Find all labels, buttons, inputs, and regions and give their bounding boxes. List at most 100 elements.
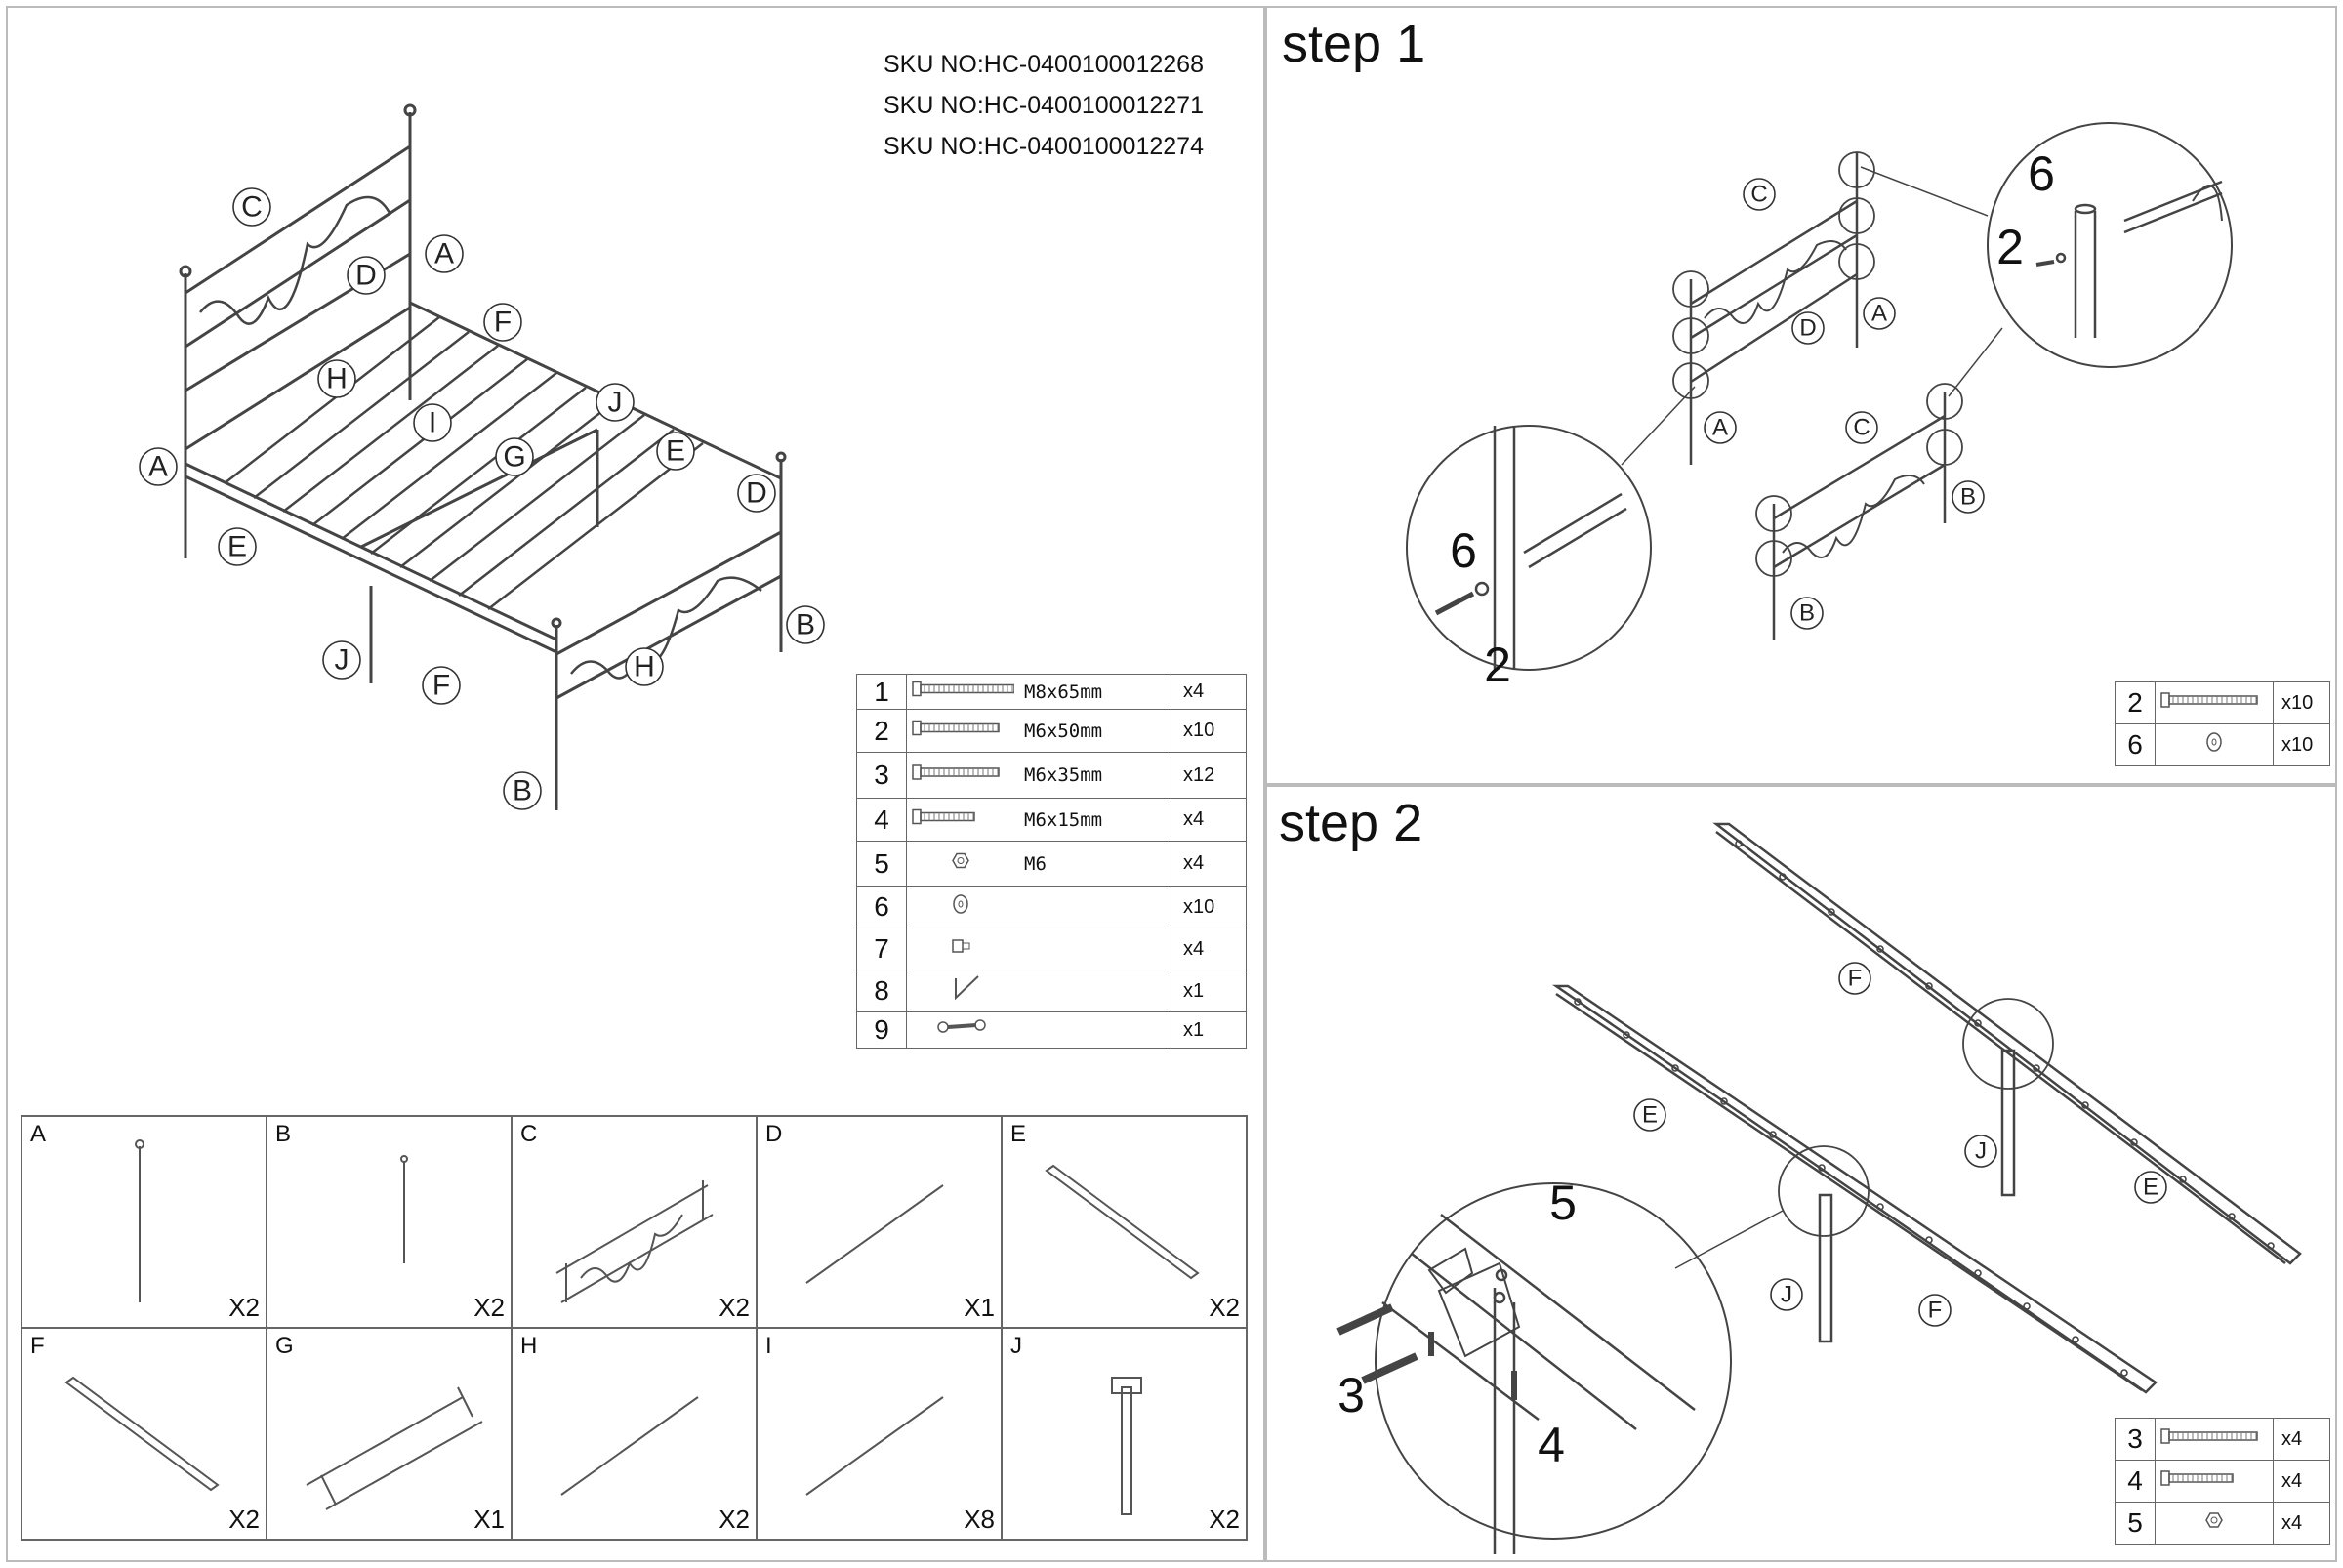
- hardware-qty: x4: [2273, 1418, 2330, 1461]
- washer-icon: [2206, 732, 2222, 752]
- part-label: B: [275, 1121, 292, 1147]
- hardware-number: 7: [856, 928, 907, 970]
- svg-text:E: E: [227, 531, 247, 563]
- label-d: D: [737, 474, 776, 513]
- hardware-qty: x12: [1171, 752, 1247, 799]
- step2-label-e: E: [2134, 1171, 2167, 1204]
- bolt-icon: [2160, 1428, 2258, 1444]
- svg-text:B: B: [1799, 600, 1815, 627]
- sku-line: SKU NO:HC-0400100012271: [884, 92, 1204, 119]
- svg-text:H: H: [326, 363, 348, 395]
- part-label: D: [765, 1121, 783, 1147]
- label-g: G: [495, 437, 534, 476]
- label-c: C: [232, 187, 271, 227]
- label-f: F: [483, 303, 522, 342]
- hardware-size: [1014, 886, 1172, 928]
- svg-text:I: I: [429, 407, 436, 439]
- detail-label-2: 2: [1996, 220, 2024, 274]
- part-drawing: [400, 1155, 408, 1263]
- part-count: X2: [1209, 1293, 1240, 1322]
- part-drawing: [560, 1396, 699, 1496]
- hardware-icon-cell: [906, 928, 1014, 970]
- part-count: X1: [964, 1293, 995, 1322]
- label-d: D: [347, 256, 386, 295]
- hardware-number: 2: [856, 709, 907, 753]
- label-a: A: [139, 447, 178, 486]
- hardware-number: 3: [2115, 1418, 2156, 1461]
- svg-text:J: J: [608, 387, 623, 419]
- step1-diagram: C D A A C B B 6 2 6 2: [1406, 122, 2233, 692]
- step1-label-b: B: [1790, 597, 1824, 630]
- hardware-icon-cell: [2155, 1502, 2274, 1545]
- svg-text:H: H: [634, 651, 655, 683]
- step1-label-d: D: [1791, 311, 1825, 345]
- step1-label-a: A: [1704, 411, 1737, 444]
- hardware-number: 4: [856, 798, 907, 842]
- hardware-size: [1014, 970, 1172, 1012]
- part-count: X2: [719, 1505, 750, 1534]
- nut-icon: [952, 852, 969, 869]
- label-f: F: [422, 666, 461, 705]
- hardware-qty: x4: [1171, 674, 1247, 710]
- hardware-number: 5: [2115, 1502, 2156, 1545]
- hardware-qty: x10: [2273, 681, 2330, 724]
- svg-text:D: D: [1799, 315, 1816, 342]
- part-label: C: [520, 1121, 538, 1147]
- svg-text:B: B: [513, 775, 532, 807]
- hardware-number: 8: [856, 970, 907, 1012]
- label-b: B: [786, 605, 825, 644]
- svg-text:J: J: [1781, 1282, 1792, 1308]
- part-drawing: [64, 1376, 220, 1492]
- wrench-icon: [937, 1019, 986, 1033]
- part-label: J: [1010, 1333, 1022, 1359]
- step2-label-j: J: [1770, 1278, 1803, 1311]
- hardware-size: M6x15mm: [1014, 798, 1172, 842]
- step2-title: step 2: [1279, 794, 1423, 852]
- label-h: H: [625, 647, 664, 686]
- label-i: I: [413, 403, 452, 442]
- hardware-number: 6: [2115, 723, 2156, 766]
- hardware-number: 6: [856, 886, 907, 928]
- hardware-size: M6x35mm: [1014, 752, 1172, 799]
- label-j: J: [322, 640, 361, 680]
- hardware-qty: x4: [2273, 1460, 2330, 1503]
- long-bolt-icon: [912, 681, 1015, 697]
- hardware-qty: x10: [1171, 709, 1247, 753]
- hardware-icon-cell: [2155, 681, 2274, 724]
- part-count: X2: [719, 1293, 750, 1322]
- part-label: F: [30, 1333, 45, 1359]
- svg-text:C: C: [241, 191, 263, 224]
- hardware-icon-cell: [906, 709, 1014, 753]
- hardware-icon-cell: [2155, 723, 2274, 766]
- hardware-icon-cell: [906, 970, 1014, 1012]
- part-label: A: [30, 1121, 47, 1147]
- hardware-number: 5: [856, 841, 907, 887]
- svg-text:F: F: [432, 670, 450, 702]
- washer-icon: [953, 894, 968, 914]
- svg-text:B: B: [1960, 484, 1976, 511]
- hardware-icon-cell: [2155, 1460, 2274, 1503]
- hardware-number: 2: [2115, 681, 2156, 724]
- part-drawing: [135, 1139, 144, 1302]
- hardware-icon-cell: [2155, 1418, 2274, 1461]
- part-count: X8: [964, 1505, 995, 1534]
- detail-label-6: 6: [1450, 523, 1477, 578]
- detail-label-2: 2: [1484, 638, 1511, 692]
- short-bolt-icon: [912, 808, 975, 825]
- sku-line: SKU NO:HC-0400100012268: [884, 51, 1204, 78]
